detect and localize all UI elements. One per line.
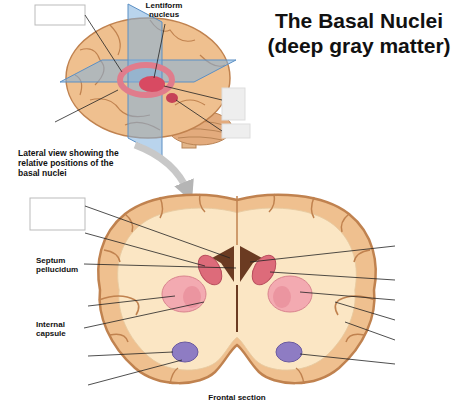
globus-pallidus [273,286,291,308]
pointer-arrow [135,145,188,192]
lentiform-nucleus-shape [139,76,165,92]
leader-line [335,302,395,320]
leader-line [270,272,395,280]
view-caption: Lateral view showing the relative positi… [18,149,126,178]
leader-line [250,246,395,262]
lateral-brain [60,4,236,156]
caudate-nucleus [120,65,172,95]
leader-line [300,354,395,364]
sulci [99,194,375,384]
leader-line [154,24,165,78]
longitudinal-fissure [236,196,238,245]
leader-line [300,292,395,300]
structure-label: Septum pellucidum [36,256,84,274]
cortex [98,195,375,383]
section-label: Frontal section [187,393,287,402]
leader-line [85,15,122,72]
leader-line [345,322,395,340]
lateral-sulcus [99,296,139,315]
leader-line [85,233,205,266]
blank-label-box [30,198,85,230]
leader-line [88,296,175,306]
leader-line [164,86,222,100]
structure-label: Internal capsule [36,320,84,338]
blank-label-box [222,88,245,120]
leader-line [176,100,222,131]
structure-label: Lentiform nucleus [138,1,190,19]
leader-line [88,360,182,385]
leader-line [55,90,118,122]
leader-line [84,302,204,328]
frontal-section [98,194,375,384]
blank-label-box [222,124,250,138]
leader-line [85,206,230,258]
leader-line [88,352,173,356]
leader-line [84,264,236,268]
title: The Basal Nuclei (deep gray matter) [250,8,468,58]
lentiform-nucleus [268,276,312,312]
amygdala-shape [166,93,178,103]
leader-lines [84,206,395,385]
sulcus [104,194,370,384]
third-ventricle [236,285,238,332]
blank-label-box [35,5,85,25]
amygdala [276,342,302,362]
amygdala [172,342,198,362]
leader-lines [55,15,222,131]
